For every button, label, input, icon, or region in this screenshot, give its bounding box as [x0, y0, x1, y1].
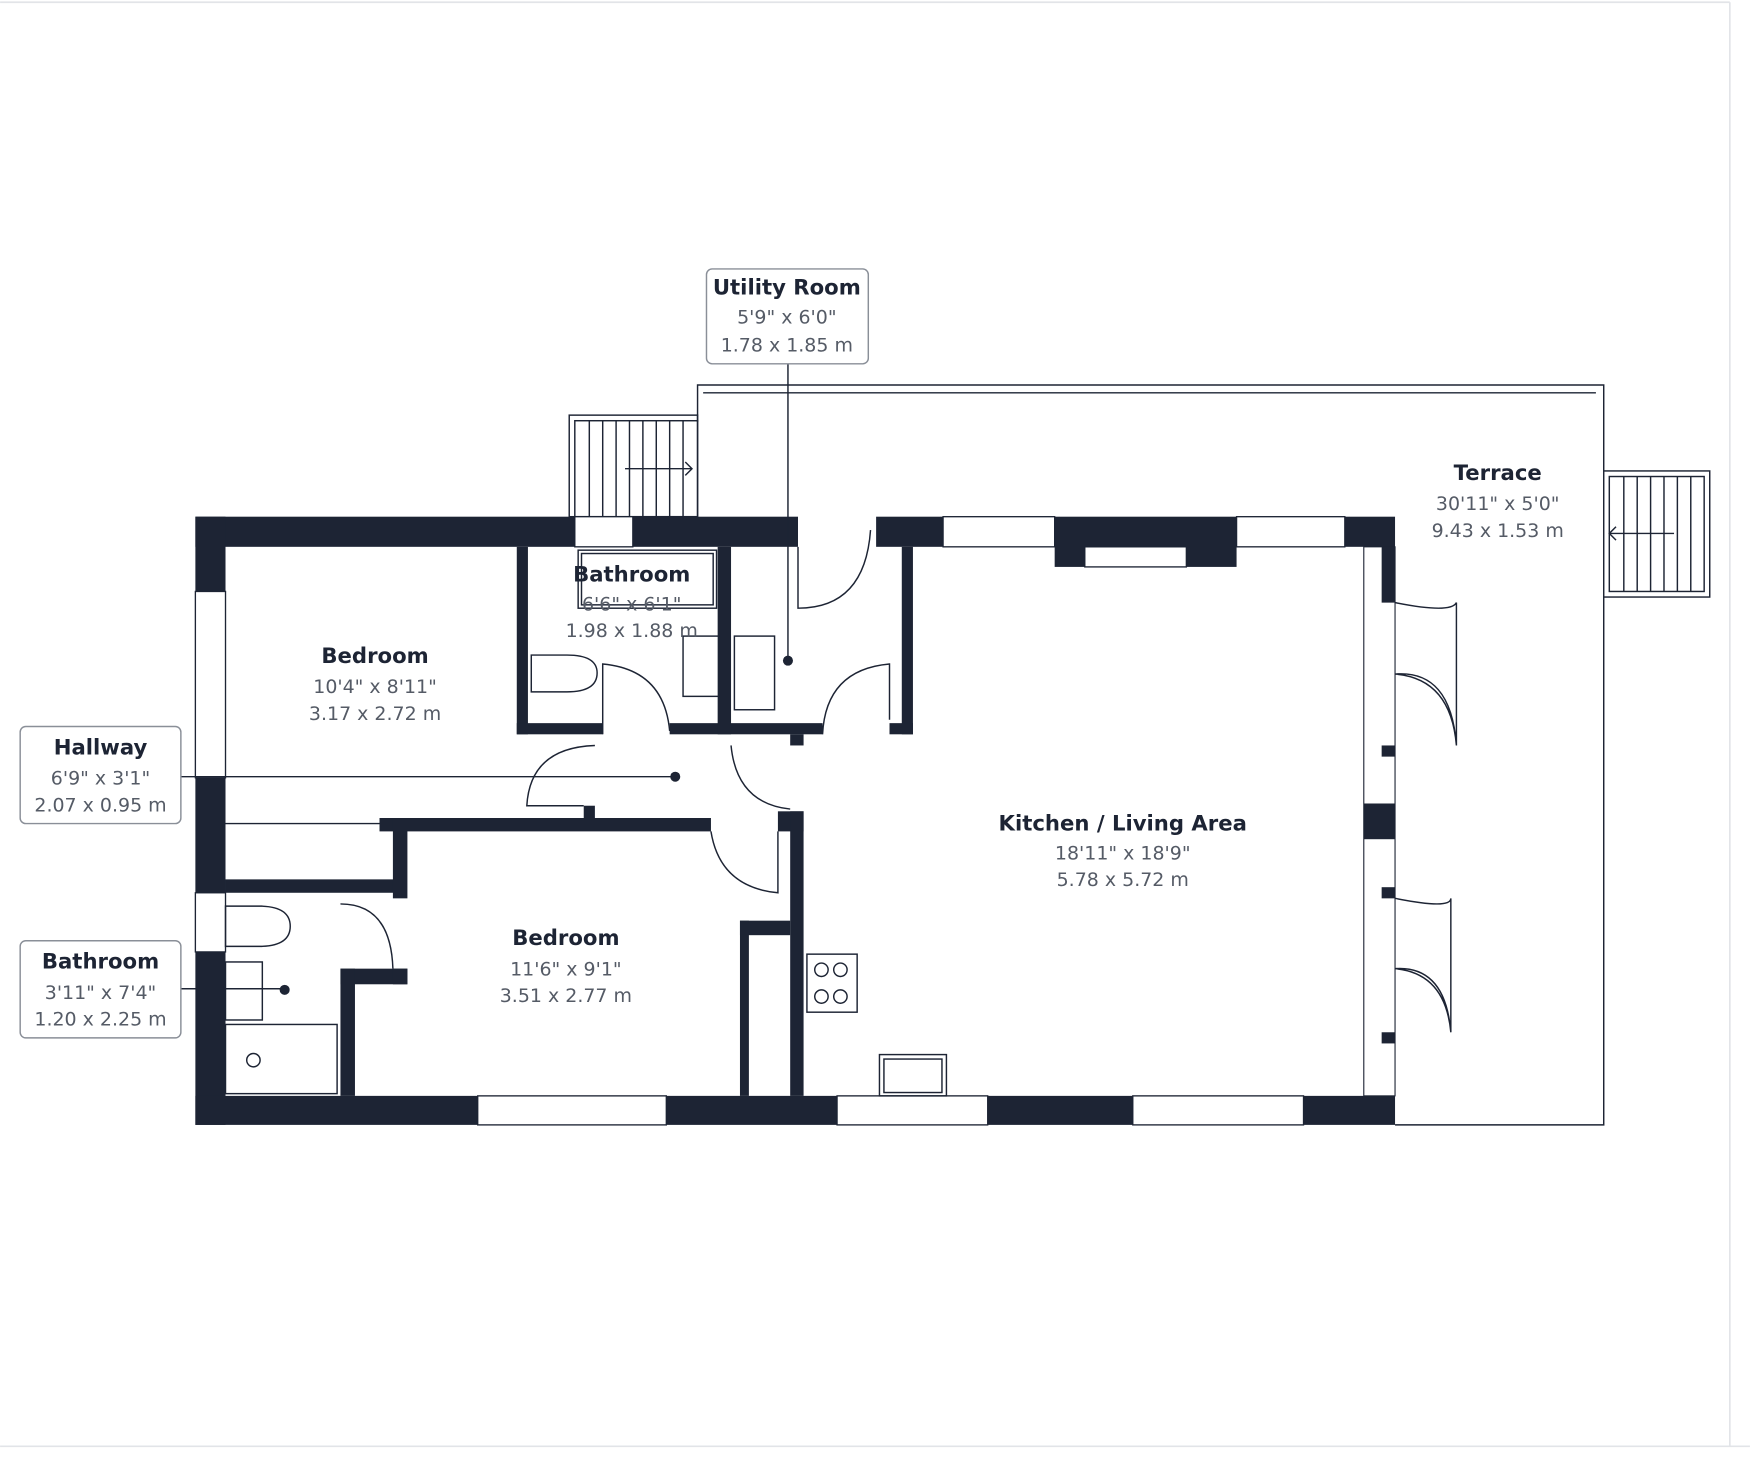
room-dim-metric: 2.07 x 0.95 m: [34, 794, 166, 816]
fixtures: [224, 549, 948, 1097]
stairs-top: [568, 414, 699, 518]
room-name: Bedroom: [512, 925, 619, 950]
room-dim-metric: 1.78 x 1.85 m: [721, 335, 853, 357]
room-dim-metric: 5.78 x 5.72 m: [1057, 869, 1189, 891]
room-label-utility-room: Utility Room 5'9" x 6'0" 1.78 x 1.85 m: [705, 268, 870, 365]
room-name: Utility Room: [713, 275, 861, 300]
room-label-bathroom-lower: Bathroom 3'11" x 7'4" 1.20 x 2.25 m: [19, 940, 182, 1039]
leader-lines: [180, 363, 793, 995]
room-dim-imperial: 10'4" x 8'11": [313, 676, 437, 698]
room-dim-imperial: 6'6" x 6'1": [582, 593, 681, 615]
room-label-hallway: Hallway 6'9" x 3'1" 2.07 x 0.95 m: [19, 725, 182, 825]
stairs-right: [1602, 470, 1711, 598]
room-dim-metric: 3.17 x 2.72 m: [309, 703, 441, 725]
room-dim-imperial: 11'6" x 9'1": [510, 958, 622, 980]
room-name: Bathroom: [573, 561, 690, 586]
room-label-kitchen-living: Kitchen / Living Area 18'11" x 18'9" 5.7…: [999, 810, 1247, 891]
room-dim-imperial: 6'9" x 3'1": [51, 768, 150, 790]
room-label-bathroom-upper: Bathroom 6'6" x 6'1" 1.98 x 1.88 m: [566, 561, 698, 642]
room-dim-imperial: 5'9" x 6'0": [737, 307, 836, 329]
room-label-bedroom-2: Bedroom 11'6" x 9'1" 3.51 x 2.77 m: [500, 925, 632, 1007]
room-dim-metric: 1.20 x 2.25 m: [34, 1009, 166, 1031]
room-dim-metric: 9.43 x 1.53 m: [1432, 520, 1564, 542]
room-label-bedroom-1: Bedroom 10'4" x 8'11" 3.17 x 2.72 m: [309, 643, 441, 725]
room-dim-imperial: 30'11" x 5'0": [1436, 493, 1560, 515]
external-walls: [194, 516, 1458, 1126]
room-name: Kitchen / Living Area: [999, 810, 1247, 835]
doors: [225, 530, 891, 969]
room-dim-metric: 1.98 x 1.88 m: [566, 620, 698, 642]
room-name: Hallway: [54, 734, 148, 759]
room-dim-metric: 3.51 x 2.77 m: [500, 985, 632, 1007]
room-dim-imperial: 3'11" x 7'4": [45, 982, 157, 1004]
room-name: Bathroom: [42, 949, 159, 974]
terrace-outline: [696, 384, 1605, 1126]
room-label-terrace: Terrace 30'11" x 5'0" 9.43 x 1.53 m: [1432, 460, 1564, 542]
room-dim-imperial: 18'11" x 18'9": [1055, 842, 1191, 864]
room-name: Bedroom: [321, 643, 428, 668]
internal-walls: [225, 546, 913, 1096]
page-frame: [0, 1, 1750, 1448]
room-name: Terrace: [1454, 460, 1542, 485]
